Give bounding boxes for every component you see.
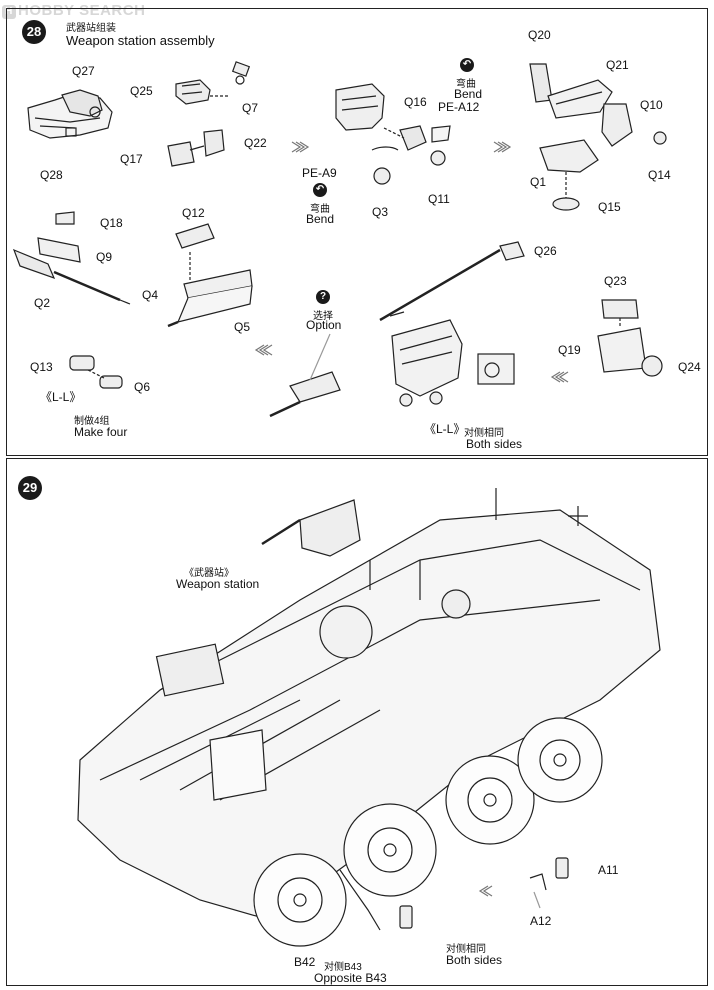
- label-q11: Q11: [428, 192, 450, 206]
- side-parts-drawing: [339, 857, 569, 931]
- step-29-number: 29: [18, 476, 42, 500]
- part-main-station-drawing: [379, 241, 525, 407]
- label-q25: Q25: [130, 84, 153, 98]
- part-q4-q5-drawing: [167, 223, 253, 328]
- label-pe-a9: PE-A9: [302, 166, 337, 180]
- label-q22: Q22: [244, 136, 267, 150]
- part-q13-q6-drawing: [69, 355, 123, 389]
- step-29-frame: [6, 458, 708, 986]
- label-q26: Q26: [534, 244, 557, 258]
- flow-arrows: [254, 141, 569, 897]
- label-bend2-en: Bend: [306, 212, 335, 226]
- vehicle-hull-drawing: [77, 509, 661, 921]
- step-28-frame: [6, 8, 708, 456]
- label-opposite-en: Opposite B43: [314, 971, 387, 985]
- label-q15: Q15: [598, 200, 621, 214]
- label-q14: Q14: [648, 168, 671, 182]
- label-q27: Q27: [72, 64, 95, 78]
- label-q17: Q17: [120, 152, 143, 166]
- label-q28: Q28: [40, 168, 63, 182]
- option-icon: ?: [316, 290, 330, 304]
- label-a11: A11: [598, 863, 619, 877]
- label-q5: Q5: [234, 320, 251, 334]
- label-ll-left: 《L-L》: [40, 390, 82, 404]
- part-q27-q28-drawing: [27, 89, 113, 139]
- part-q2-gun-drawing: [12, 211, 131, 305]
- label-bend1-cn: 弯曲: [456, 79, 476, 90]
- vehicle-wheels-drawing: [253, 717, 603, 947]
- label-pe-a12: PE-A12: [438, 100, 480, 114]
- label-q23: Q23: [604, 274, 627, 288]
- bend-icon-2: ↶: [313, 183, 327, 197]
- label-q1: Q1: [530, 175, 547, 189]
- label-q19: Q19: [558, 343, 581, 357]
- label-q3: Q3: [372, 205, 389, 219]
- bend-icon: ↶: [460, 58, 474, 72]
- label-q6: Q6: [134, 380, 151, 394]
- watermark-text: HOBBY SEARCH: [18, 2, 146, 19]
- label-make-four-en: Make four: [74, 425, 128, 439]
- label-q4: Q4: [142, 288, 159, 302]
- label-q20: Q20: [528, 28, 551, 42]
- label-both-sides-cn: 对侧相同: [464, 428, 504, 439]
- part-q17-q22-drawing: [167, 129, 225, 167]
- label-q9: Q9: [96, 250, 113, 264]
- label-opposite-cn: 对侧B43: [324, 962, 362, 973]
- label-q10: Q10: [640, 98, 663, 112]
- step-28-number: 28: [22, 20, 46, 44]
- label-q12: Q12: [182, 206, 205, 220]
- label-bend2-cn: 弯曲: [310, 204, 330, 215]
- label-option-en: Option: [306, 318, 342, 332]
- step-28-title-en: Weapon station assembly: [66, 33, 215, 48]
- label-q16: Q16: [404, 95, 427, 109]
- part-option-weapon-drawing: [269, 333, 341, 418]
- label-make-four-cn: 制做4组: [74, 416, 110, 427]
- label-both-cn-29: 对侧相同: [446, 944, 486, 955]
- label-option-cn: 选择: [313, 311, 333, 322]
- label-ll-right: 《L-L》: [424, 422, 466, 436]
- part-q23-q19-q24-drawing: [597, 299, 663, 377]
- label-weapon-station-cn: 《武器站》: [184, 568, 234, 579]
- vehicle-station-drawing: [261, 488, 588, 659]
- label-q21: Q21: [606, 58, 629, 72]
- label-bend1-en: Bend: [454, 87, 483, 101]
- label-q7: Q7: [242, 101, 259, 115]
- label-b42: B42: [294, 955, 316, 969]
- part-q20-q21-assembly-drawing: [529, 63, 667, 211]
- label-q13: Q13: [30, 360, 53, 374]
- step-28-title-cn: 武器站组装: [66, 23, 116, 34]
- label-both-sides-en: Both sides: [466, 437, 523, 451]
- part-q16-assembly-drawing: [335, 83, 451, 185]
- part-q25-q7-drawing: [175, 61, 251, 105]
- label-a12: A12: [530, 914, 552, 928]
- label-both-en-29: Both sides: [446, 953, 503, 967]
- label-q2: Q2: [34, 296, 51, 310]
- label-q18: Q18: [100, 216, 123, 230]
- label-weapon-station-en: Weapon station: [176, 577, 260, 591]
- label-q24: Q24: [678, 360, 701, 374]
